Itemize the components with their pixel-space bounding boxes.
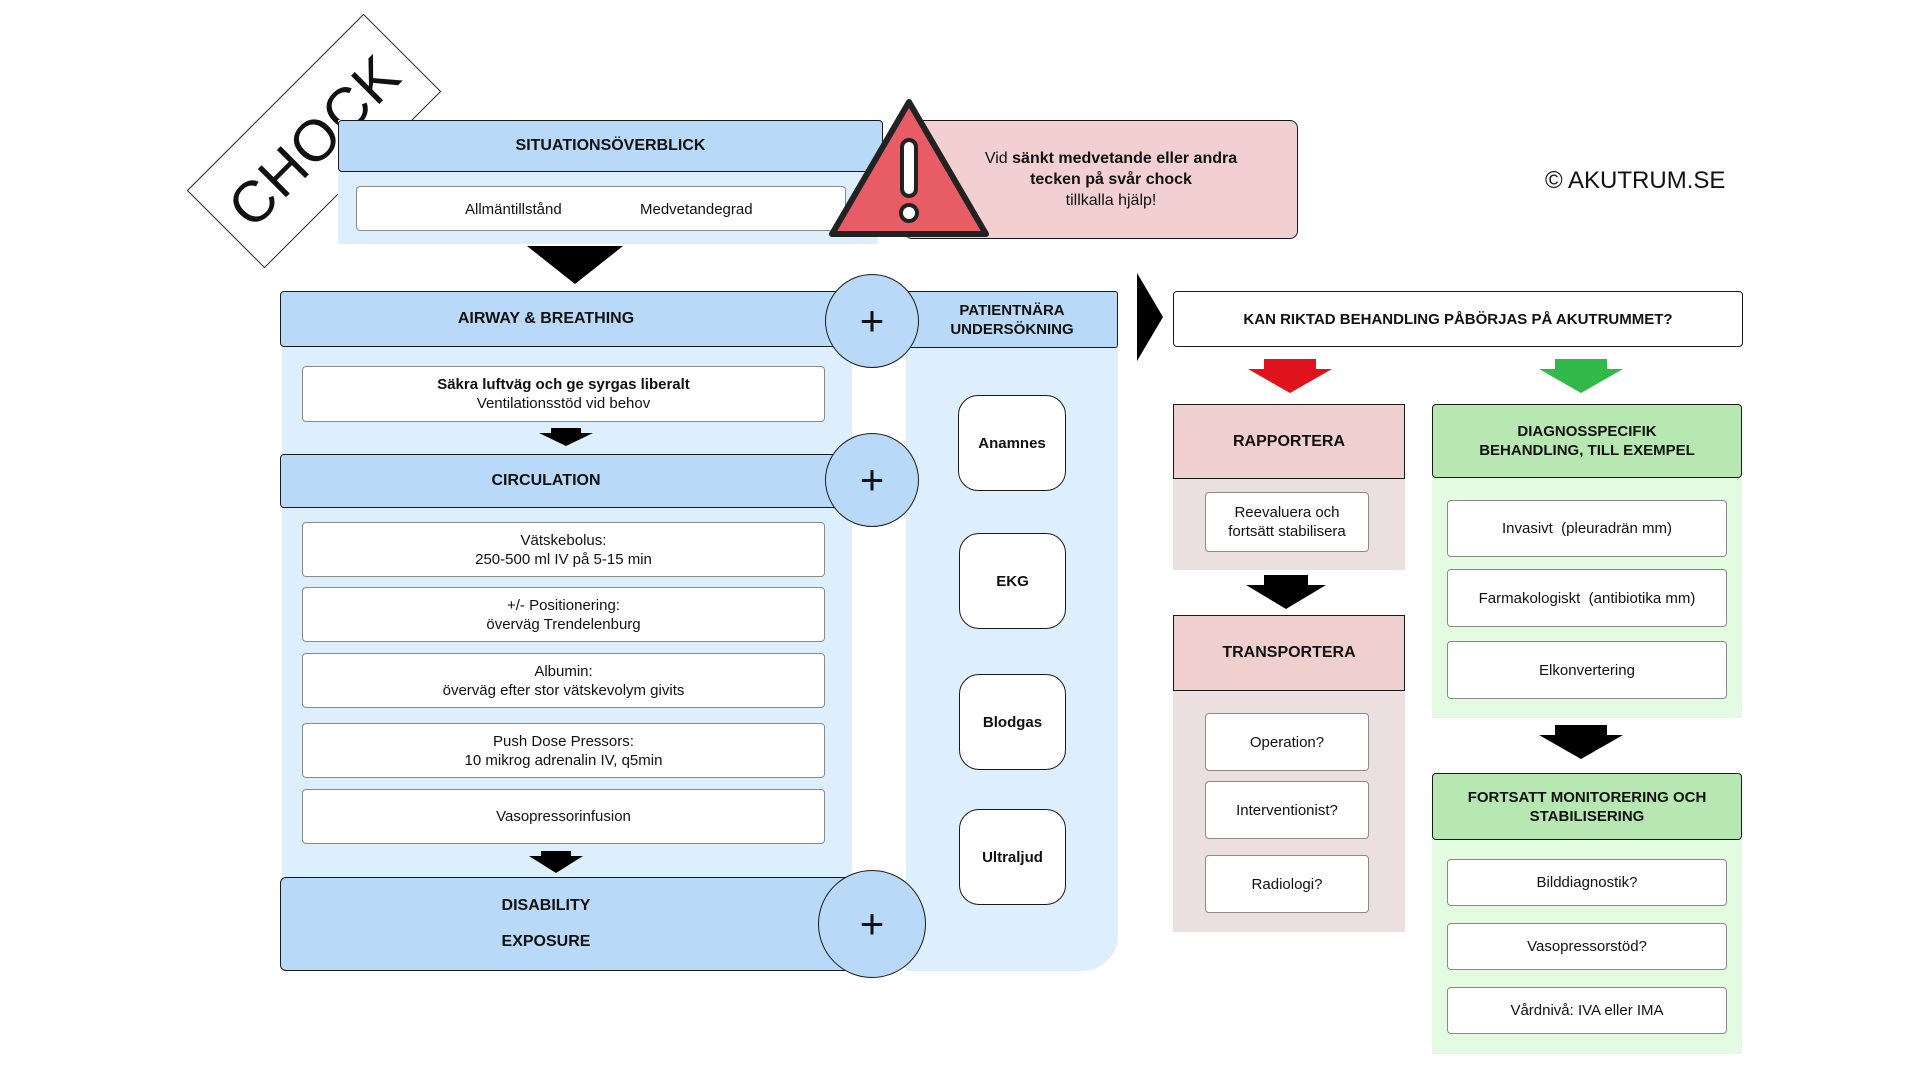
circulation-header-label: CIRCULATION <box>491 472 601 489</box>
airway-header-label: AIRWAY & BREATHING <box>457 310 635 327</box>
report-header: RAPPORTERA <box>1173 404 1405 479</box>
monitoring-item-care-level: Vårdnivå: IVA eller IMA <box>1447 987 1727 1034</box>
plus-circle-icon: + <box>825 433 919 527</box>
plus-circle-icon: + <box>818 870 926 978</box>
patient-item-anamnes: Anamnes <box>958 395 1066 491</box>
circulation-step-1: Vätskebolus:250-500 ml IV på 5-15 min <box>302 522 825 577</box>
warning-line-2: tecken på svår chock <box>1030 171 1192 188</box>
patient-item-blodgas: Blodgas <box>959 674 1066 770</box>
plus-circle-icon: + <box>825 274 919 368</box>
copyright-label: © AKUTRUM.SE <box>1545 167 1726 194</box>
airway-step: Säkra luftväg och ge syrgas liberalt Ven… <box>302 366 825 422</box>
diagnosis-item-cardioversion: Elkonvertering <box>1447 641 1727 699</box>
transport-header: TRANSPORTERA <box>1173 615 1405 691</box>
report-header-label: RAPPORTERA <box>1232 432 1345 450</box>
situation-item-consciousness: Medvetandegrad <box>640 201 753 218</box>
arrow-down-icon <box>1246 575 1326 609</box>
circulation-step-3: Albumin:överväg efter stor vätskevolym g… <box>302 653 825 708</box>
situation-header-label: SITUATIONSÖVERBLICK <box>515 137 706 154</box>
patient-exam-header: PATIENTNÄRA UNDERSÖKNING <box>906 291 1118 348</box>
circulation-step-4: Push Dose Pressors:10 mikrog adrenalin I… <box>302 723 825 778</box>
disability-exposure-header: DISABILITY EXPOSURE <box>280 877 852 971</box>
diagnosis-item-invasive: Invasivt (pleuradrän mm) <box>1447 500 1727 557</box>
warning-triangle-icon <box>829 99 989 237</box>
exposure-label: EXPOSURE <box>501 933 591 950</box>
airway-step-sub: Ventilationsstöd vid behov <box>476 395 651 412</box>
circulation-step-2: +/- Positionering:överväg Trendelenburg <box>302 587 825 642</box>
warning-line-3: tillkalla hjälp! <box>1065 192 1157 209</box>
warning-line-1: Vid sänkt medvetande eller andra <box>984 150 1238 167</box>
arrow-right-icon <box>1137 273 1163 361</box>
arrow-down-icon <box>527 246 623 284</box>
circulation-header: CIRCULATION <box>280 454 852 508</box>
transport-item-radiology: Radiologi? <box>1205 855 1369 913</box>
airway-step-bold: Säkra luftväg och ge syrgas liberalt <box>437 376 690 393</box>
airway-header: AIRWAY & BREATHING <box>280 291 852 347</box>
monitoring-item-vasopressor: Vasopressorstöd? <box>1447 923 1727 970</box>
red-arrow-down-icon <box>1248 359 1332 393</box>
arrow-down-icon <box>529 851 583 873</box>
patient-item-ultraljud: Ultraljud <box>959 809 1066 905</box>
patient-exam-header-l2: UNDERSÖKNING <box>950 320 1074 338</box>
arrow-down-icon <box>539 428 593 446</box>
situation-item-general: Allmäntillstånd <box>465 201 562 218</box>
green-arrow-down-icon <box>1539 359 1623 393</box>
circulation-step-5: Vasopressorinfusion <box>302 789 825 844</box>
diagnosis-item-pharma: Farmakologiskt (antibiotika mm) <box>1447 569 1727 627</box>
situation-items-box: Allmäntillstånd Medvetandegrad <box>356 186 846 231</box>
monitoring-item-imaging: Bilddiagnostik? <box>1447 859 1727 906</box>
question-box: KAN RIKTAD BEHANDLING PÅBÖRJAS PÅ AKUTRU… <box>1173 291 1743 347</box>
disability-label: DISABILITY <box>501 897 591 914</box>
transport-item-operation: Operation? <box>1205 713 1369 771</box>
question-label: KAN RIKTAD BEHANDLING PÅBÖRJAS PÅ AKUTRU… <box>1243 310 1673 328</box>
situation-header: SITUATIONSÖVERBLICK <box>338 120 883 172</box>
patient-item-ekg: EKG <box>959 533 1066 629</box>
warning-box: Vid sänkt medvetande eller andra tecken … <box>904 120 1298 239</box>
arrow-down-icon <box>1539 725 1623 759</box>
transport-item-interventionist: Interventionist? <box>1205 781 1369 839</box>
transport-header-label: TRANSPORTERA <box>1222 644 1356 661</box>
patient-exam-header-l1: PATIENTNÄRA <box>959 301 1065 319</box>
